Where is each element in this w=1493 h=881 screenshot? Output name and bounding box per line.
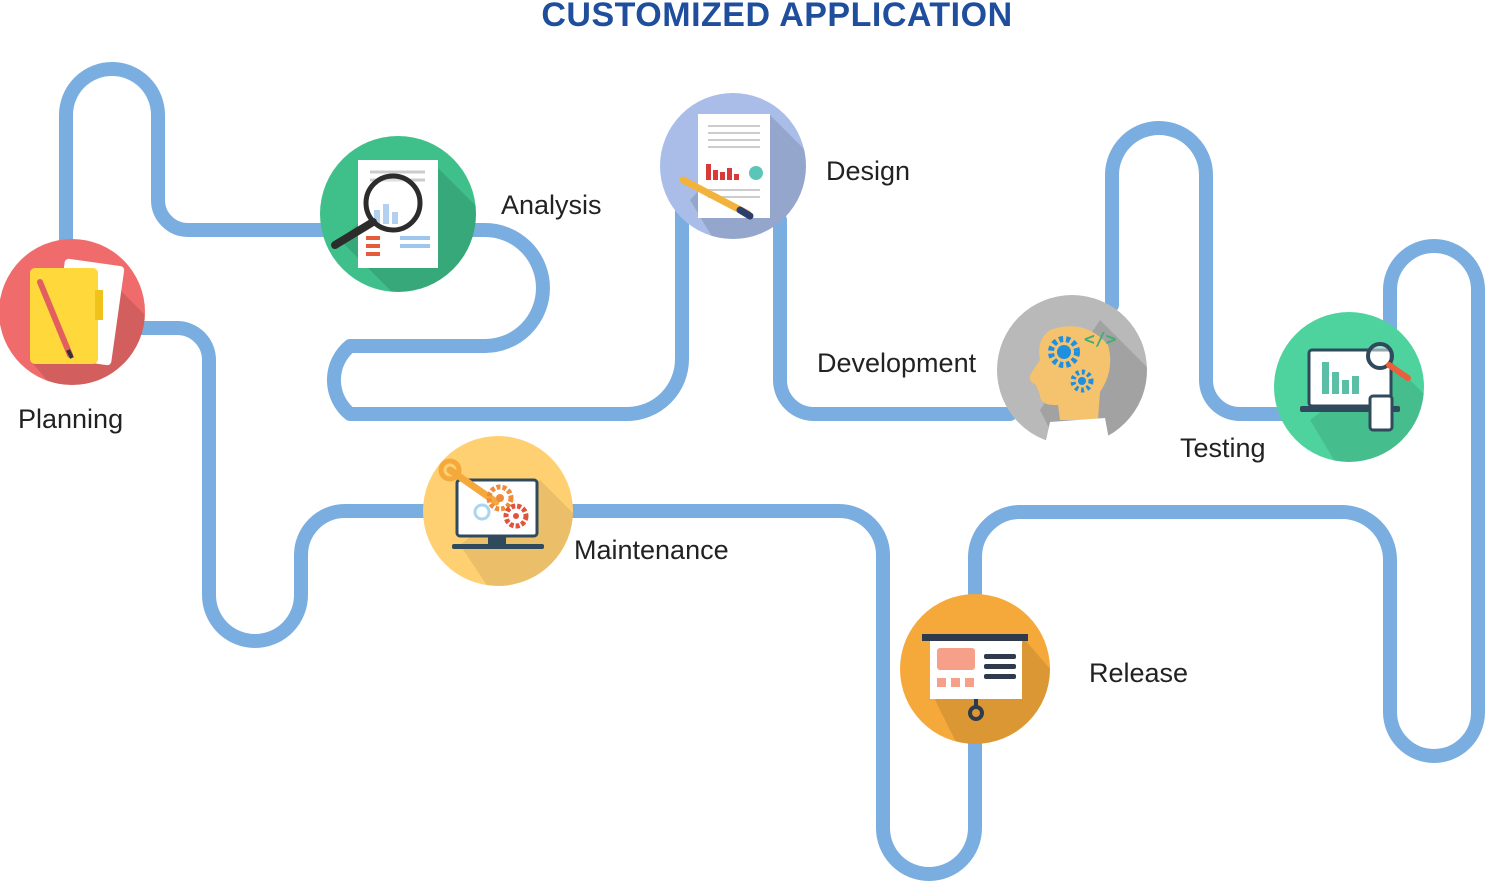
release-label: Release bbox=[1089, 658, 1188, 688]
maintenance-label: Maintenance bbox=[574, 535, 729, 565]
road-path-4 bbox=[968, 239, 1485, 763]
svg-text:</>: </> bbox=[1084, 329, 1117, 350]
document-pen-icon bbox=[679, 114, 770, 220]
stage-design bbox=[660, 93, 806, 239]
stage-planning bbox=[0, 239, 145, 385]
development-label: Development bbox=[817, 348, 977, 378]
monitor-magnifier-icon bbox=[1300, 342, 1411, 432]
presentation-board-icon bbox=[922, 634, 1028, 721]
road-path-3 bbox=[1105, 121, 1292, 421]
diagram-title: CUSTOMIZED APPLICATION bbox=[541, 0, 1012, 34]
road-path-5 bbox=[563, 504, 982, 881]
planning-label: Planning bbox=[18, 404, 123, 434]
monitor-wrench-gears-icon bbox=[438, 458, 544, 549]
design-label: Design bbox=[826, 156, 910, 186]
stage-testing bbox=[1274, 312, 1424, 462]
road-path-2 bbox=[773, 213, 1017, 421]
analysis-label: Analysis bbox=[501, 190, 602, 220]
stage-analysis bbox=[320, 136, 476, 292]
stage-release bbox=[900, 594, 1050, 744]
road-path bbox=[59, 62, 689, 421]
stage-maintenance bbox=[423, 436, 573, 586]
head-gears-code-icon: </> bbox=[1029, 326, 1117, 445]
road-path-6 bbox=[133, 321, 432, 648]
document-magnifier-icon bbox=[331, 160, 438, 268]
folder-pencil-icon bbox=[30, 258, 125, 366]
stage-development: </> bbox=[997, 295, 1147, 445]
testing-label: Testing bbox=[1180, 433, 1266, 463]
